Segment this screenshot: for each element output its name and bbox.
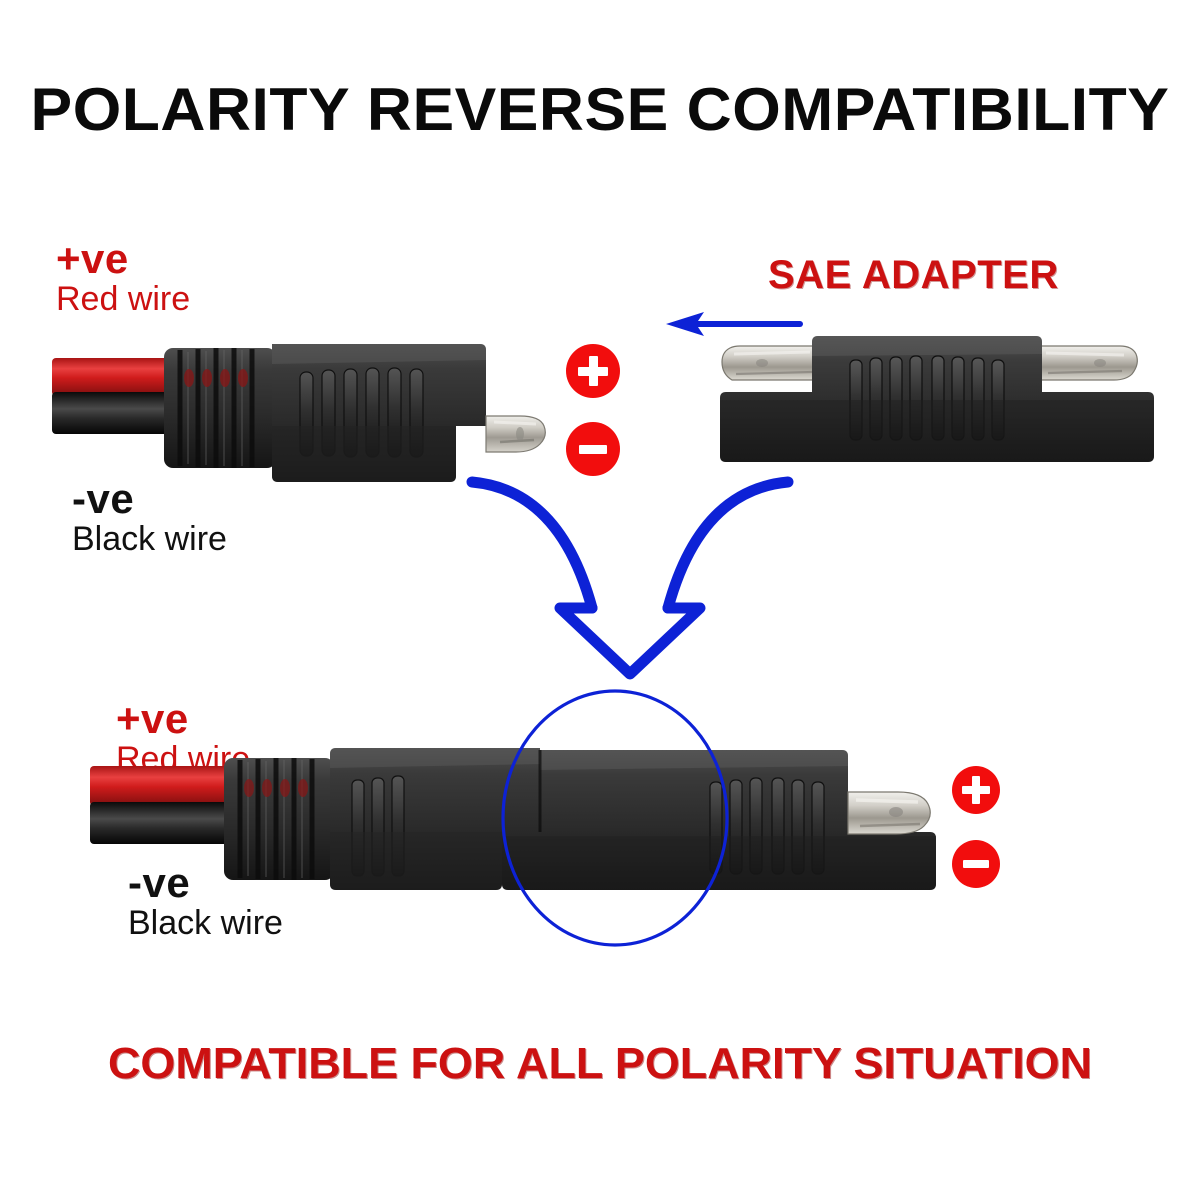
- bottom-minus-badge: [952, 840, 1000, 888]
- sae-adapter-connector: [700, 330, 1180, 500]
- minus-bar: [963, 860, 989, 868]
- top-positive-wire-text: Red wire: [56, 280, 191, 318]
- merge-arrow-icon: [466, 476, 794, 680]
- connector-body: [272, 344, 486, 482]
- top-positive-sign: +ve: [56, 235, 129, 282]
- top-positive-wire-label: +ve Red wire: [56, 235, 191, 319]
- bottom-negative-sign: -ve: [128, 859, 191, 906]
- red-wire: [52, 358, 172, 396]
- left-arrow-icon: [666, 312, 803, 336]
- left-metal-pin: [721, 345, 819, 381]
- plus-vertical-bar: [588, 356, 598, 386]
- sae-connector-with-wires: [0, 330, 580, 490]
- bottom-positive-sign: +ve: [116, 695, 189, 742]
- footer-caption: COMPATIBLE FOR ALL POLARITY SITUATION: [107, 1039, 1093, 1088]
- bottom-strain-relief: [224, 758, 334, 880]
- top-negative-wire-label: -ve Black wire: [72, 475, 227, 559]
- junction-highlight-circle: [498, 688, 748, 956]
- top-plus-badge: [566, 344, 620, 398]
- bottom-negative-wire-text: Black wire: [128, 904, 283, 942]
- bottom-plus-badge: [952, 766, 1000, 814]
- top-minus-badge: [566, 422, 620, 476]
- bottom-negative-wire-label: -ve Black wire: [128, 859, 283, 943]
- sae-adapter-label: SAE ADAPTER: [768, 253, 1059, 297]
- strain-relief: [164, 348, 276, 468]
- bottom-red-wire: [90, 766, 230, 806]
- plus-vertical-bar: [972, 776, 980, 804]
- adapter-body: [720, 336, 1154, 462]
- page-title: POLARITY REVERSE COMPATIBILITY: [30, 76, 1170, 143]
- minus-bar: [579, 445, 607, 454]
- black-wire: [52, 392, 172, 434]
- merge-arrow: [440, 468, 820, 688]
- bottom-black-wire: [90, 802, 230, 844]
- top-negative-wire-text: Black wire: [72, 520, 227, 558]
- metal-contact: [485, 415, 546, 453]
- top-negative-sign: -ve: [72, 475, 135, 522]
- bottom-metal-contact: [847, 791, 931, 835]
- sae-adapter-arrow: [660, 300, 820, 350]
- right-metal-pin: [1039, 345, 1138, 381]
- bottom-left-body: [330, 748, 540, 890]
